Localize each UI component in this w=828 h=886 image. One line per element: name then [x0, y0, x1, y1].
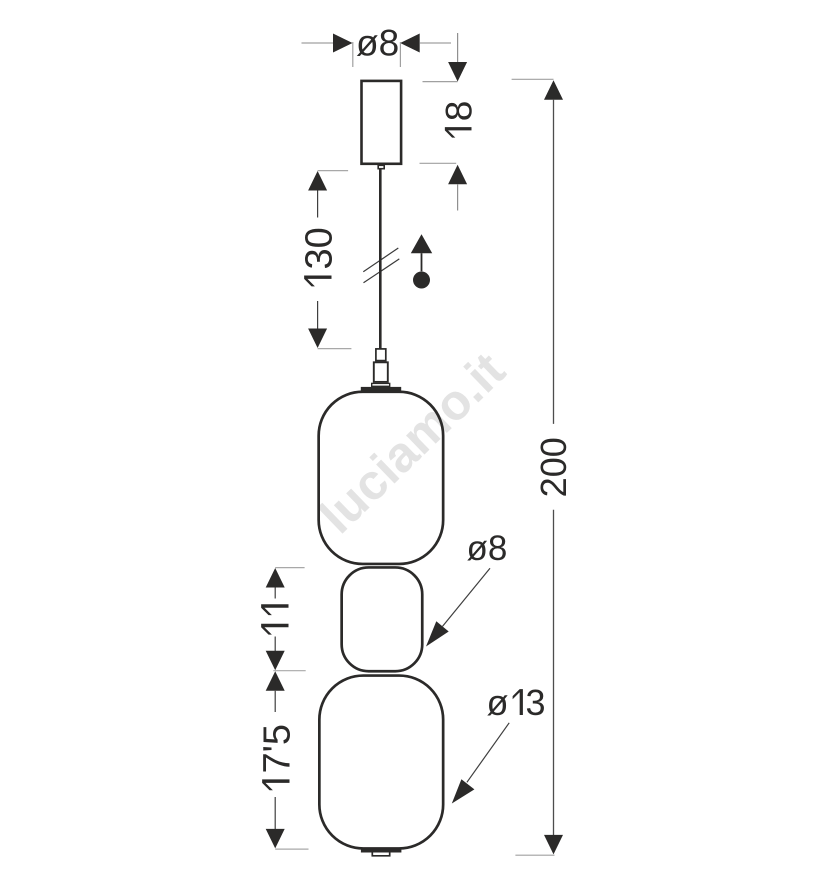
- svg-text:30: 30: [299, 227, 341, 269]
- svg-text:ø8: ø8: [467, 529, 508, 568]
- svg-text:8: 8: [439, 101, 480, 122]
- svg-text:ø8: ø8: [356, 23, 399, 64]
- svg-text:ø: ø: [487, 682, 509, 723]
- svg-text:3: 3: [526, 682, 546, 723]
- svg-text:7'5: 7'5: [257, 724, 299, 774]
- svg-text:200: 200: [533, 437, 574, 497]
